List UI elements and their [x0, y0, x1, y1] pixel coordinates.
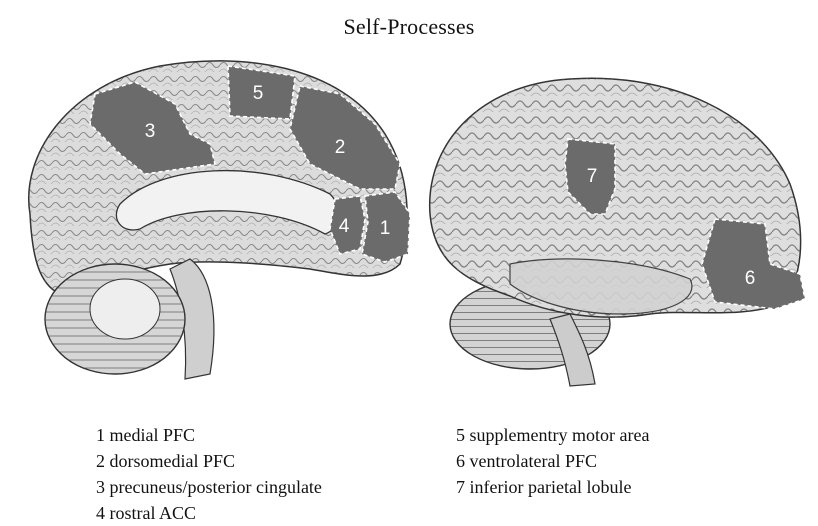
medial-brain-svg: 3 5 2 4 1	[10, 44, 420, 404]
lateral-brain-view: 7 6	[420, 64, 810, 404]
region-1-label: 1	[380, 218, 391, 239]
legend-right: 5 supplementry motor area 6 ventrolatera…	[456, 422, 649, 500]
brain-figure: 3 5 2 4 1	[0, 44, 818, 404]
region-2-label: 2	[335, 137, 346, 158]
legend-left: 1 medial PFC 2 dorsomedial PFC 3 precune…	[96, 422, 322, 526]
medial-brain-view: 3 5 2 4 1	[10, 44, 420, 404]
region-6-label: 6	[745, 268, 756, 289]
legend-item-4: 4 rostral ACC	[96, 500, 322, 526]
legend-item-2: 2 dorsomedial PFC	[96, 448, 322, 474]
legend-item-6: 6 ventrolateral PFC	[456, 448, 649, 474]
legend-item-3: 3 precuneus/posterior cingulate	[96, 474, 322, 500]
figure-title: Self-Processes	[0, 14, 818, 40]
legend-item-1: 1 medial PFC	[96, 422, 322, 448]
lateral-brain-svg: 7 6	[420, 64, 810, 404]
legend-item-7: 7 inferior parietal lobule	[456, 474, 649, 500]
region-3-label: 3	[145, 121, 156, 142]
region-5-label: 5	[253, 83, 264, 104]
region-4-label: 4	[339, 216, 350, 237]
region-7-label: 7	[587, 166, 598, 187]
legend-item-5: 5 supplementry motor area	[456, 422, 649, 448]
